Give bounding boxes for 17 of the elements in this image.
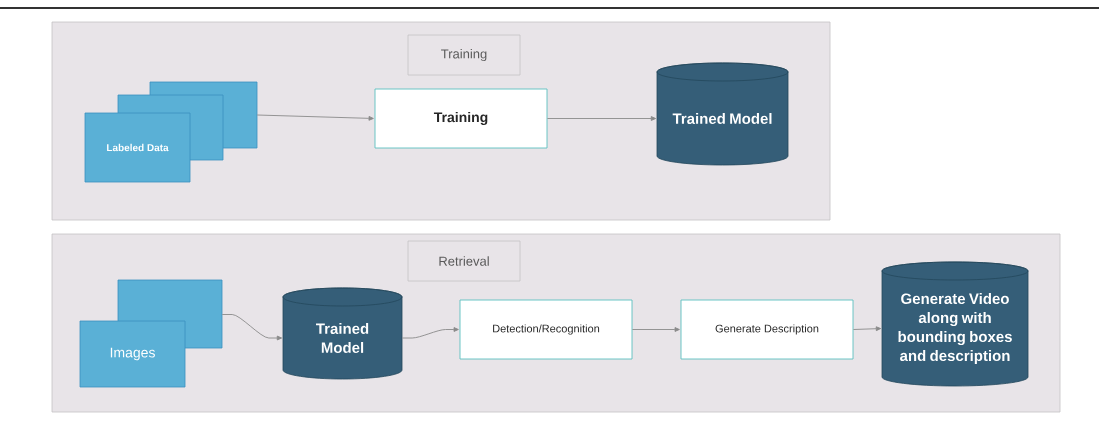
database-cylinder: Trained Model	[282, 287, 403, 380]
arrow	[221, 314, 283, 341]
process-box: Detection/Recognition	[459, 299, 633, 360]
database-cylinder: Generate Video along with bounding boxes and description	[881, 261, 1029, 387]
arrow	[632, 327, 680, 332]
arrow	[401, 327, 459, 339]
arrow	[547, 116, 657, 121]
node-label: Images	[110, 347, 155, 361]
heading-box: Retrieval	[407, 240, 521, 282]
arrow	[853, 326, 882, 332]
database-cylinder: Trained Model	[656, 62, 789, 166]
image-stack: Images	[79, 279, 223, 388]
heading-box: Training	[407, 34, 521, 76]
arrow	[256, 114, 374, 121]
document-stack: Labeled Data	[84, 81, 258, 183]
process-box: Training	[374, 88, 548, 149]
process-box: Generate Description	[680, 299, 854, 360]
